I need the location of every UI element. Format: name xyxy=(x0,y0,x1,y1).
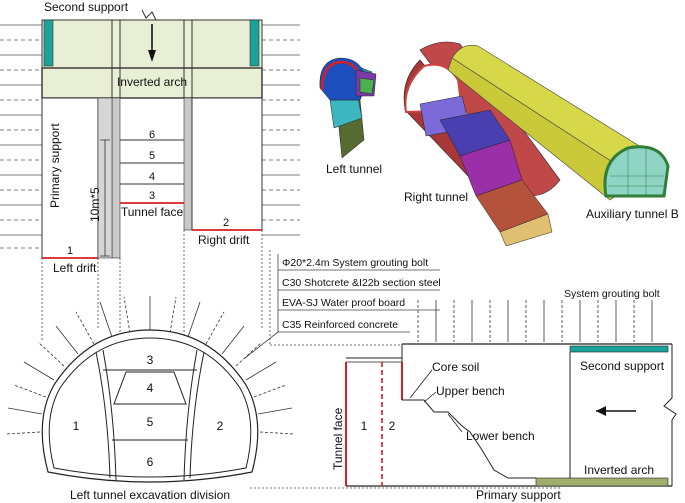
inverted-arch-label: Inverted arch xyxy=(117,75,187,89)
cross-section: 3 4 5 6 1 2 Left tunnel excavation divis… xyxy=(5,296,295,502)
section-part-1: 1 xyxy=(73,419,80,433)
stage-6: 6 xyxy=(149,129,155,141)
profile-tunnel-face-label: Tunnel face xyxy=(331,407,345,470)
waterproof-layer-label: EVA-SJ Water proof board xyxy=(282,297,405,309)
right-tunnel-model xyxy=(403,41,561,247)
section-part-3: 3 xyxy=(147,353,154,367)
profile-part-2: 2 xyxy=(389,419,396,433)
profile-primary-support-label: Primary support xyxy=(476,488,561,502)
core-soil-label: Core soil xyxy=(432,360,479,374)
drift-length-label: 10m*5 xyxy=(88,187,102,222)
lining-layer-callouts: Φ20*2.4m System grouting bolt C30 Shotcr… xyxy=(244,254,441,359)
auxiliary-tunnel-label: Auxiliary tunnel B xyxy=(586,207,679,221)
stage-5: 5 xyxy=(149,150,155,162)
right-drift-number: 2 xyxy=(223,217,229,229)
right-tunnel-label: Right tunnel xyxy=(404,190,468,204)
stage-3: 3 xyxy=(149,190,155,202)
profile-bolt-label: System grouting bolt xyxy=(564,288,660,300)
tunnel-models: Left tunnel Right tunnel Auxiliary tunne… xyxy=(319,41,679,247)
section-part-5: 5 xyxy=(147,415,154,429)
plan-view: Second support Inverted arch Primary sup… xyxy=(0,0,560,489)
profile-part-1: 1 xyxy=(361,419,368,433)
shotcrete-layer-label: C30 Shotcrete &I22b section steel xyxy=(282,277,441,289)
lower-bench-label: Lower bench xyxy=(466,429,535,443)
left-tunnel-label: Left tunnel xyxy=(326,162,382,176)
bolt-layer-label: Φ20*2.4m System grouting bolt xyxy=(282,257,428,269)
radial-bolts xyxy=(5,296,295,435)
section-part-4: 4 xyxy=(147,381,154,395)
second-support-label: Second support xyxy=(44,0,129,14)
section-title: Left tunnel excavation division xyxy=(70,488,230,502)
primary-support-label: Primary support xyxy=(48,123,62,208)
right-drift-label: Right drift xyxy=(198,233,250,247)
profile-inverted-arch-label: Inverted arch xyxy=(584,463,654,477)
stage-4: 4 xyxy=(149,171,155,183)
concrete-layer-label: C35 Reinforced concrete xyxy=(282,319,398,331)
upper-bench-label: Upper bench xyxy=(436,384,505,398)
section-part-2: 2 xyxy=(217,419,224,433)
left-drift-number: 1 xyxy=(67,245,73,257)
left-drift-label: Left drift xyxy=(53,261,97,275)
longitudinal-profile: System grouting bolt Core soil Upper ben… xyxy=(331,288,677,502)
section-part-6: 6 xyxy=(147,455,154,469)
left-tunnel-model xyxy=(319,57,377,159)
auxiliary-tunnel-model xyxy=(447,44,670,201)
profile-second-support-label: Second support xyxy=(580,359,665,373)
tunnel-face-label: Tunnel face xyxy=(121,205,184,219)
